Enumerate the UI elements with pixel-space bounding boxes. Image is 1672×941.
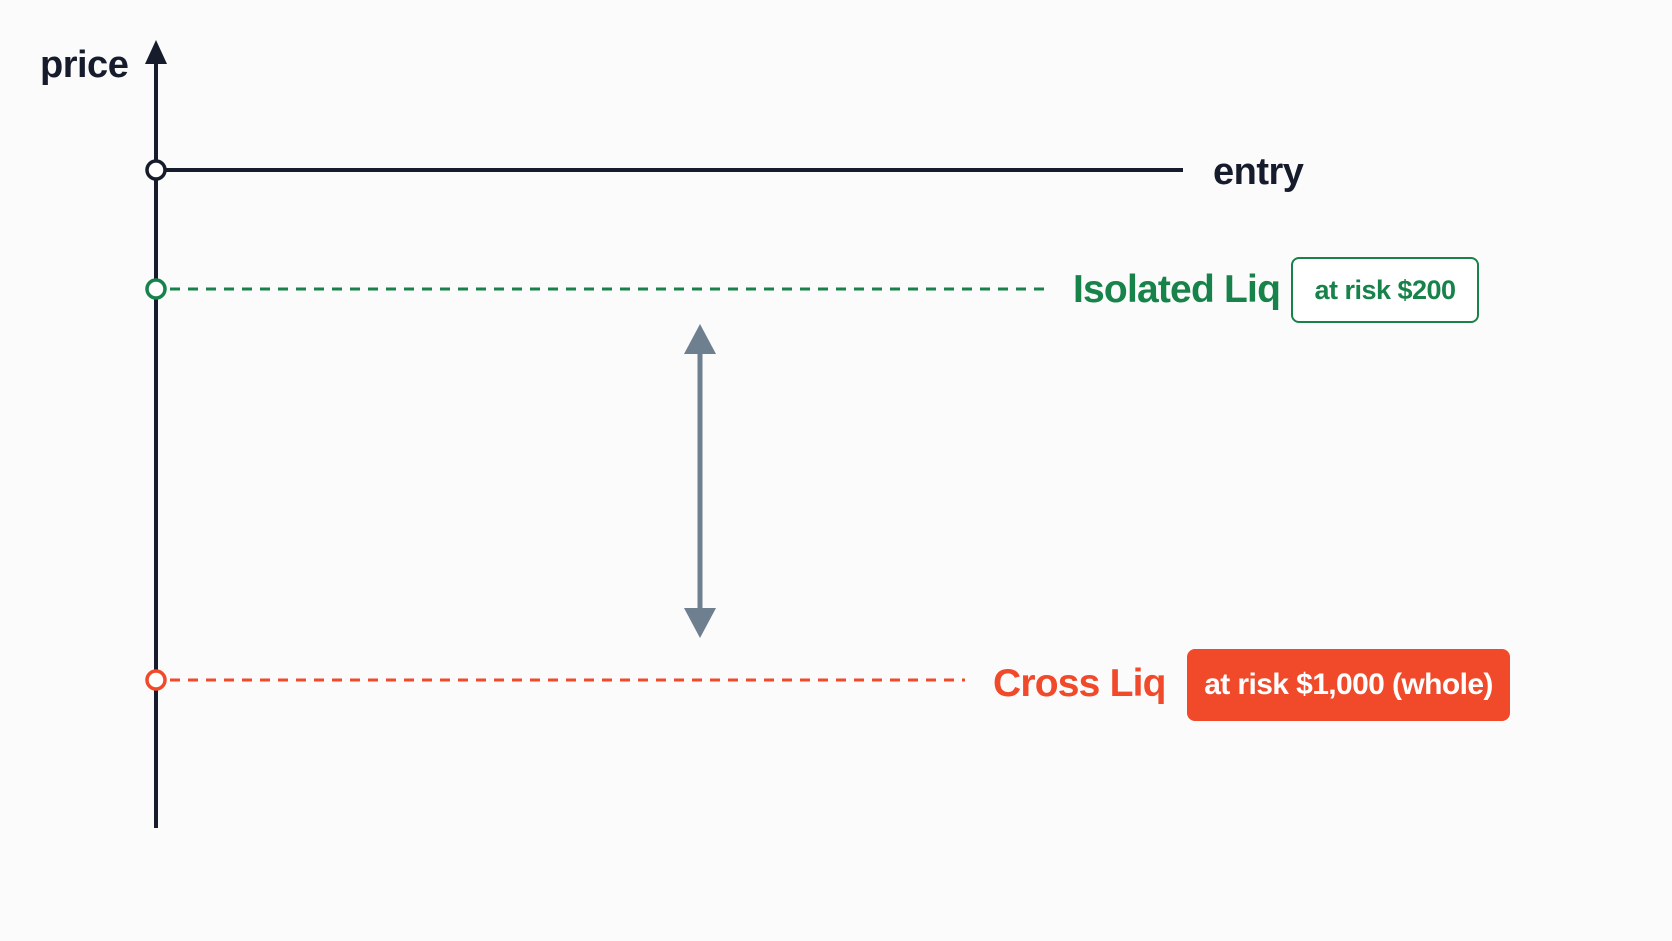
double-headed-vertical-arrow-icon: [684, 324, 716, 638]
price-axis-label: price: [40, 44, 129, 86]
cross-liq-label: Cross Liq: [993, 662, 1166, 705]
isolated-liq-label: Isolated Liq: [1073, 268, 1281, 311]
cross-liq-marker: [145, 669, 167, 691]
entry-marker: [145, 159, 167, 181]
isolated-risk-badge: at risk $200: [1291, 257, 1479, 323]
cross-risk-badge: at risk $1,000 (whole): [1187, 649, 1510, 721]
entry-label: entry: [1213, 151, 1304, 193]
isolated-liq-marker: [145, 278, 167, 300]
price-axis-arrowhead: [145, 40, 167, 64]
